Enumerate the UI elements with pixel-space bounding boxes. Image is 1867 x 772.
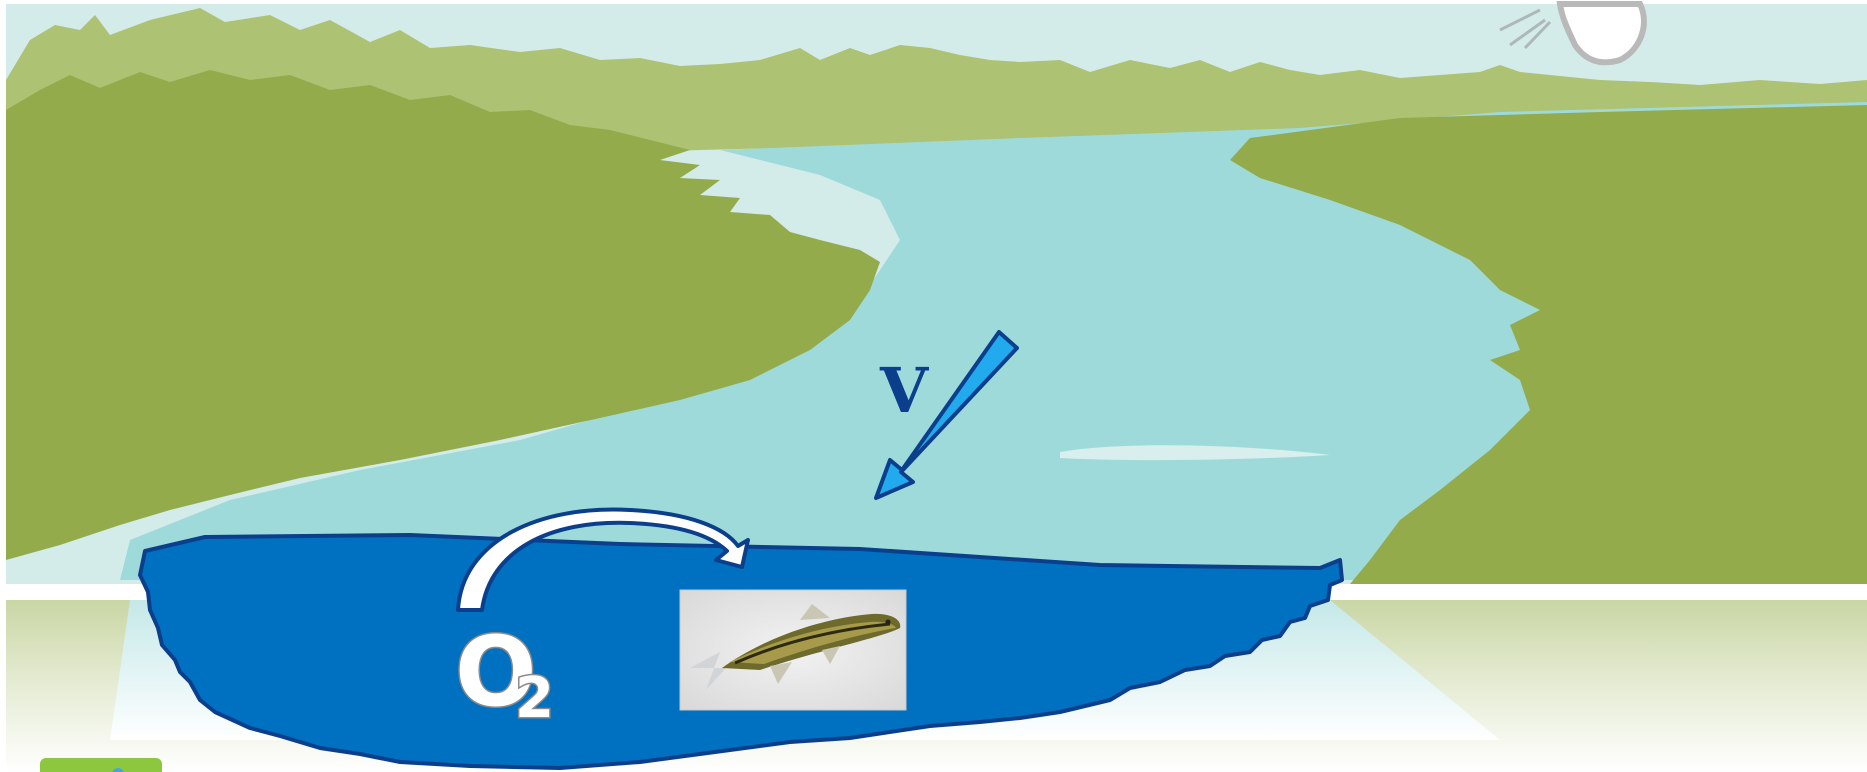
velocity-label: V bbox=[879, 354, 929, 427]
oxygen-subscript: 2 bbox=[515, 666, 554, 731]
slide-badge bbox=[40, 758, 162, 772]
fish-photo bbox=[680, 590, 906, 710]
